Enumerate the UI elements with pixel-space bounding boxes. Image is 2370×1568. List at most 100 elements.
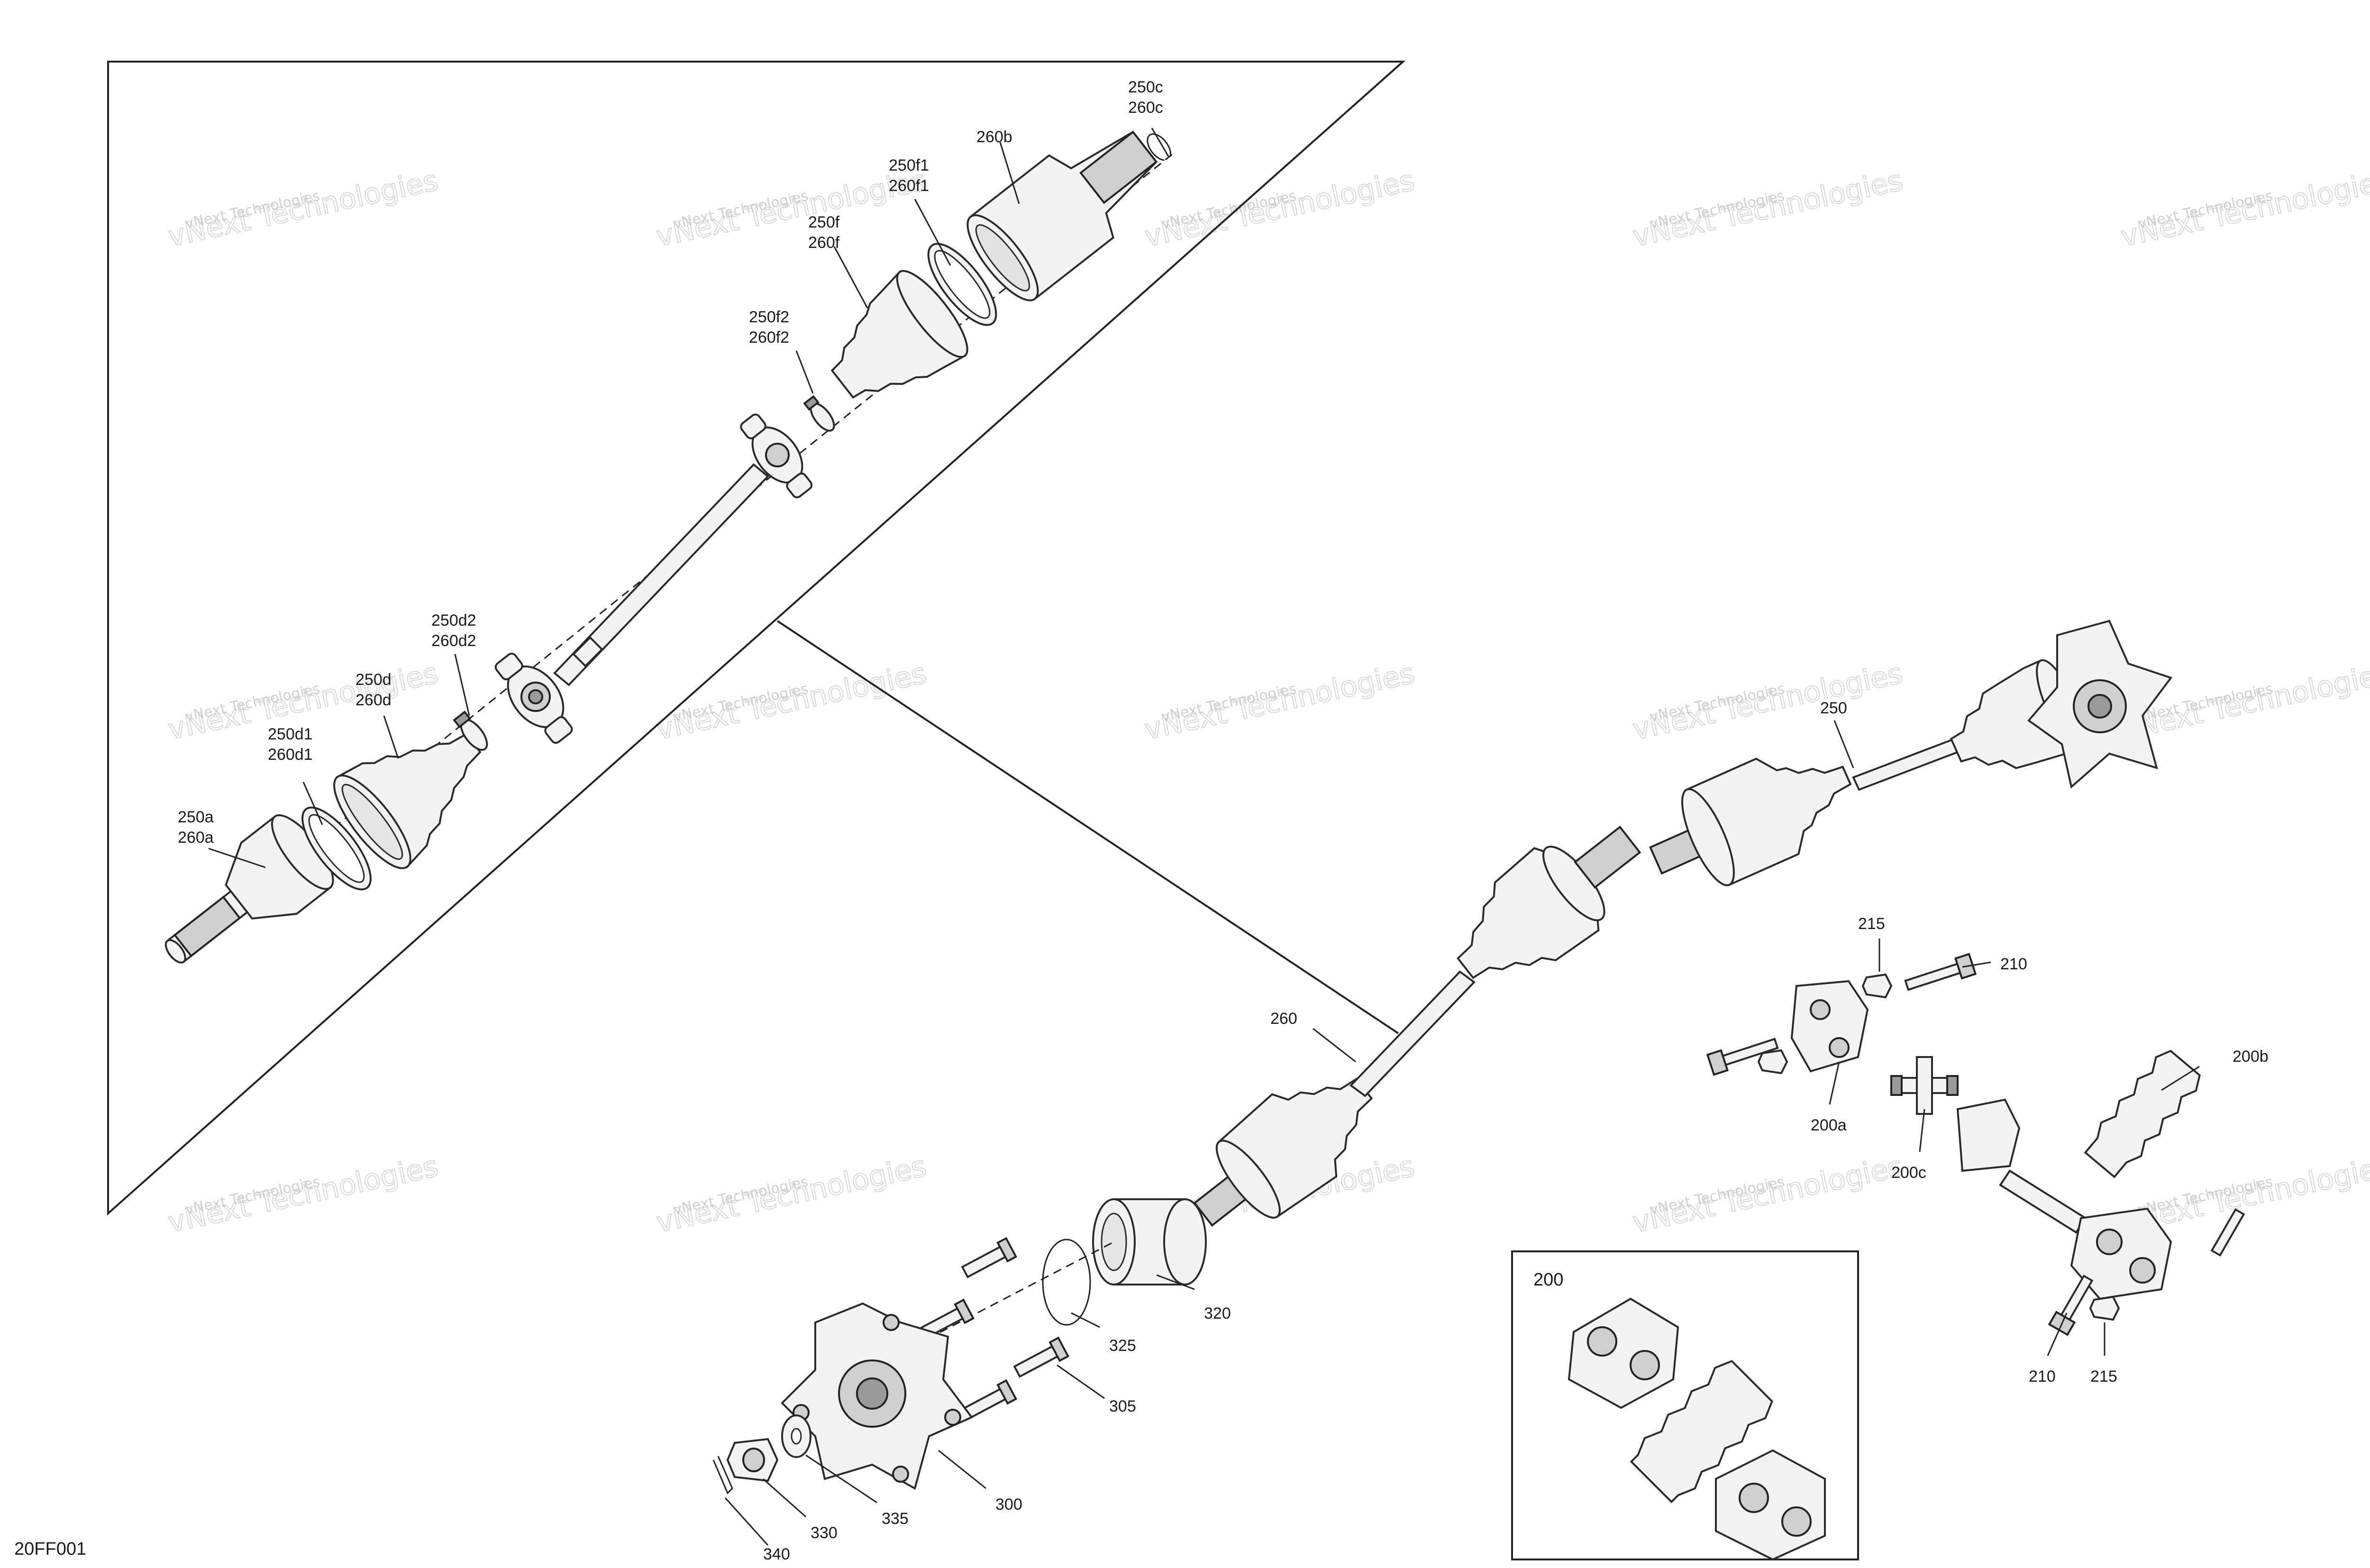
assembled-outer-cv	[1193, 1077, 1373, 1227]
tripod-spider	[494, 652, 573, 744]
watermark: vNext Technologies vNext Technologies	[1630, 164, 1906, 254]
callout-325: 325	[1109, 1337, 1136, 1355]
callout-215-lower: 215	[2090, 1367, 2117, 1386]
detail-view-frame	[107, 61, 1406, 1216]
watermark: vNext Technologies vNext Technologies	[165, 164, 442, 254]
svg-text:vNext Technologies: vNext Technologies	[1630, 657, 1906, 747]
diagram-code: 20FF001	[14, 1539, 86, 1559]
inset-label: 200	[1533, 1270, 1563, 1290]
watermark: vNext Technologies vNext Technologies	[1141, 164, 1418, 254]
svg-text:vNext Technologies: vNext Technologies	[1630, 1150, 1906, 1240]
callout-250d1: 250d1	[268, 725, 313, 743]
callout-215-upper: 215	[1858, 915, 1885, 933]
watermark: vNext Technologies vNext Technologies	[2118, 164, 2370, 254]
callout-340: 340	[763, 1545, 790, 1563]
detail-pointer-line	[776, 620, 1399, 1034]
watermark: vNext Technologies vNext Technologies	[1630, 1149, 1906, 1240]
wheel-hub	[781, 1302, 974, 1490]
svg-text:vNext Technologies: vNext Technologies	[1142, 164, 1418, 254]
boot-clamp-small	[453, 711, 488, 751]
boot-clamp-inner-large	[927, 243, 997, 326]
callout-260f2: 260f2	[749, 328, 789, 346]
svg-text:vNext Technologies: vNext Technologies	[165, 1150, 441, 1240]
hub-washer	[781, 1414, 811, 1458]
inset-driveshaft	[1568, 1297, 1826, 1561]
callout-260b: 260b	[976, 128, 1012, 146]
callout-305: 305	[1109, 1397, 1136, 1415]
callout-200a: 200a	[1811, 1116, 1847, 1134]
bolt-left	[1706, 1038, 1779, 1076]
shaft-260	[1349, 970, 1476, 1097]
leader-lines	[208, 128, 2200, 1546]
driveshaft-assembly	[1956, 1098, 2172, 1300]
watermark: vNext Technologies vNext Technologies	[1630, 656, 1906, 747]
svg-text:vNext Technologies: vNext Technologies	[654, 1150, 930, 1240]
watermark: vNext Technologies vNext Technologies	[653, 164, 930, 254]
spline-end	[164, 939, 186, 964]
boot-clamp-inner-small	[803, 395, 835, 432]
svg-text:vNext Technologies: vNext Technologies	[1630, 164, 1906, 254]
nut-left	[1757, 1049, 1788, 1075]
driveshaft-boot	[2084, 1049, 2201, 1178]
axle-shaft	[553, 463, 769, 686]
callout-320: 320	[1204, 1304, 1231, 1322]
spline-teeth	[173, 895, 241, 957]
outer-cv-boot	[333, 733, 482, 869]
inset-frame	[1511, 1250, 1859, 1560]
yoke	[1790, 980, 1869, 1073]
watermark: vNext Technologies vNext Technologies	[2118, 656, 2370, 747]
wheel-hub-upper	[2027, 620, 2173, 789]
bearing-circlip	[1042, 1239, 1091, 1326]
u-joint-parts	[1706, 953, 2245, 1336]
halfshaft-assembled	[1193, 620, 2173, 1227]
bolt-upper	[1904, 953, 1977, 991]
callout-300: 300	[995, 1495, 1022, 1513]
svg-text:vNext Technologies: vNext Technologies	[1142, 657, 1418, 747]
inner-cv-boot	[830, 270, 968, 399]
callout-250d: 250d	[356, 671, 392, 689]
bolt-right	[2210, 1208, 2245, 1257]
callout-210-upper: 210	[2000, 955, 2027, 973]
wheel-hub-exploded	[712, 1198, 1207, 1495]
wheel-studs	[918, 1237, 1070, 1421]
inner-cv-housing	[966, 130, 1158, 301]
boot-clamp-large	[301, 806, 372, 891]
callout-260c: 260c	[1128, 99, 1163, 117]
halfshaft-exploded	[164, 130, 1176, 964]
outer-cv-joint	[164, 814, 334, 964]
cotter-pin	[712, 1456, 733, 1495]
nut-upper	[1861, 973, 1893, 999]
circlip	[1147, 133, 1171, 161]
callout-250a: 250a	[178, 808, 214, 826]
callout-210-lower: 210	[2029, 1367, 2056, 1386]
inner-tripod	[740, 413, 813, 499]
callout-260d: 260d	[356, 691, 392, 709]
callout-260d2: 260d2	[431, 632, 476, 650]
inset-200: 200	[1511, 1250, 1859, 1561]
svg-text:vNext Technologies: vNext Technologies	[165, 164, 441, 254]
callout-200b: 200b	[2233, 1048, 2269, 1066]
callout-250f: 250f	[808, 213, 840, 231]
callout-250d2: 250d2	[431, 611, 476, 629]
wheel-bearing	[1092, 1198, 1207, 1285]
callout-250f2: 250f2	[749, 308, 789, 326]
callout-200c: 200c	[1891, 1164, 1926, 1182]
callout-250f1: 250f1	[889, 156, 929, 174]
callout-250c: 250c	[1128, 78, 1163, 96]
callout-260: 260	[1270, 1010, 1297, 1028]
watermark: vNext Technologies vNext Technologies	[653, 656, 930, 747]
callout-260d1: 260d1	[268, 746, 313, 764]
callout-335: 335	[882, 1510, 909, 1528]
callout-labels: 250c 260c 260b 250f1 260f1 250f 260f 250…	[178, 78, 2269, 1563]
watermark: vNext Technologies vNext Technologies	[1141, 656, 1418, 747]
assembled-inner-cv	[1457, 825, 1641, 979]
svg-text:vNext Technologies: vNext Technologies	[654, 164, 930, 254]
castle-nut	[726, 1438, 779, 1482]
watermark: vNext Technologies vNext Technologies	[165, 1149, 442, 1240]
watermark: vNext Technologies vNext Technologies	[653, 1149, 930, 1240]
callout-330: 330	[811, 1524, 838, 1542]
callout-260a: 260a	[178, 829, 214, 847]
u-joint-cross	[1890, 1056, 1959, 1115]
